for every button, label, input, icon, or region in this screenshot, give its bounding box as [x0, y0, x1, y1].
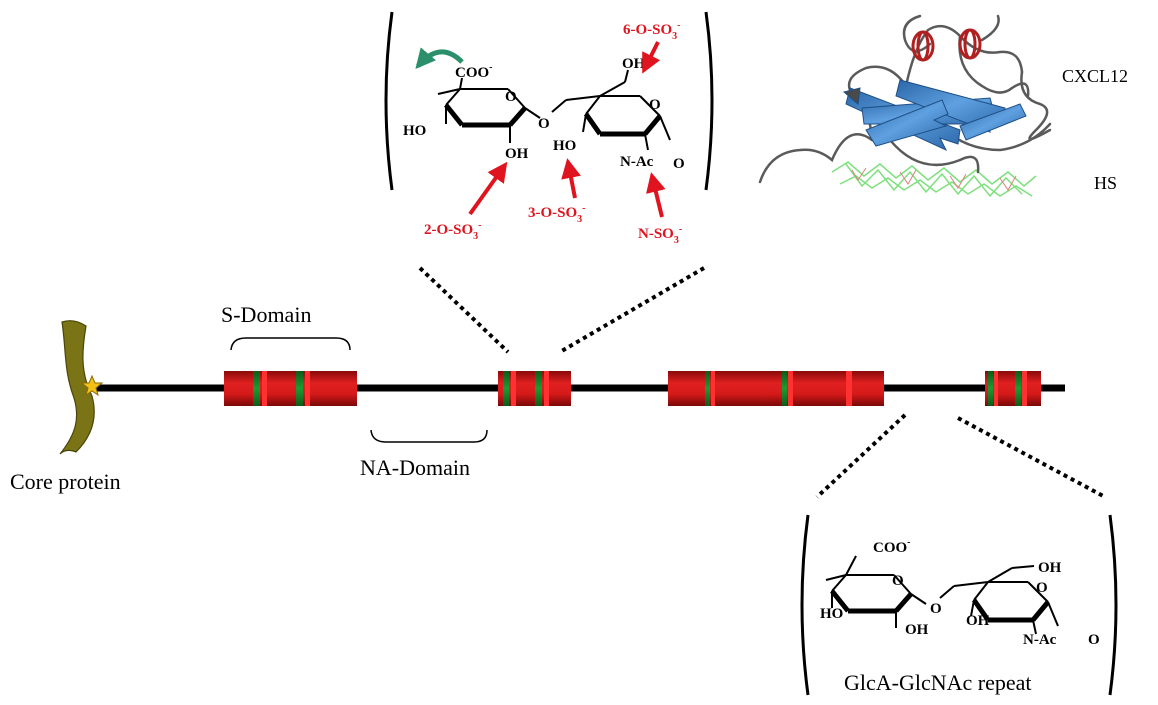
glcnac-ring	[939, 565, 1059, 635]
hs-chain	[95, 371, 1065, 406]
left-bracket	[800, 514, 810, 696]
s-domain-label: S-Domain	[221, 302, 311, 327]
green-band	[1015, 371, 1021, 406]
red-band	[544, 371, 549, 406]
sulfation-arrows	[468, 41, 666, 218]
svg-text:HO: HO	[820, 606, 843, 622]
svg-text:OH: OH	[622, 56, 646, 72]
svg-text:N-Ac: N-Ac	[1023, 632, 1057, 648]
red-band	[305, 371, 310, 406]
svg-text:O: O	[930, 601, 942, 617]
arrow-n	[646, 172, 666, 218]
svg-text:O: O	[1036, 580, 1048, 596]
red-band	[511, 371, 516, 406]
green-band	[782, 371, 787, 406]
glcnac-ring	[551, 69, 671, 151]
svg-text:HO: HO	[553, 138, 576, 154]
red-band	[846, 371, 852, 406]
repeat-label: GlcA-GlcNAc repeat	[844, 670, 1032, 695]
glca-glcnac-repeat-panel: COO- HO OH O O OH OH O N-Ac O GlcA-GlcNA…	[800, 514, 1118, 696]
svg-text:HO: HO	[403, 123, 426, 139]
right-bracket	[1108, 514, 1118, 696]
green-band	[535, 371, 542, 406]
svg-text:O: O	[892, 573, 904, 589]
s-domain-block-4	[985, 371, 1041, 406]
green-band	[988, 371, 993, 406]
arrow-6o	[642, 41, 661, 74]
svg-text:OH: OH	[905, 622, 929, 638]
core-protein-shape	[59, 320, 104, 455]
green-band	[705, 371, 710, 406]
red-band	[711, 371, 715, 406]
s-domain-block-3	[668, 371, 884, 406]
red-band	[788, 371, 793, 406]
svg-text:COO-: COO-	[873, 537, 911, 556]
green-band	[503, 371, 509, 406]
n-sulfation-label: N-SO3-	[638, 224, 682, 246]
na-domain-label: NA-Domain	[360, 455, 470, 480]
red-band	[262, 371, 267, 406]
zoom-line-upper-left	[418, 266, 510, 354]
cxcl12-hs-structure	[758, 14, 1052, 198]
svg-text:O: O	[649, 97, 661, 113]
three-o-sulfation-label: 3-O-SO3-	[528, 203, 586, 225]
protein-coil	[758, 14, 1052, 184]
svg-text:O: O	[505, 89, 517, 105]
glca-ring	[825, 555, 927, 628]
arrow-3o	[561, 158, 581, 199]
star-icon	[80, 374, 104, 397]
svg-text:O: O	[673, 156, 685, 172]
s-domain-block-1	[224, 371, 357, 406]
svg-text:O: O	[538, 116, 550, 132]
arrow-2o	[468, 161, 508, 216]
hs-label: HS	[1094, 173, 1117, 193]
na-domain-bracket	[370, 429, 488, 443]
s-domain-block-2	[498, 371, 571, 406]
green-band	[253, 371, 260, 406]
zoom-line-lower-left	[815, 413, 907, 499]
hs-ligand-sticks	[831, 161, 1037, 198]
six-o-sulfation-label: 6-O-SO3-	[623, 20, 681, 42]
red-band	[1022, 371, 1027, 406]
svg-text:N-Ac: N-Ac	[620, 154, 654, 170]
alpha-helices	[911, 28, 982, 62]
hs-ligand-atoms	[851, 167, 1017, 191]
sulfated-disaccharide-panel: COO- HO OH O O HO OH O N-Ac O 6-O-SO3- 2…	[384, 11, 714, 246]
two-o-sulfation-label: 2-O-SO3-	[424, 220, 482, 242]
zoom-line-upper-right	[558, 266, 706, 354]
right-bracket	[704, 11, 714, 191]
svg-text:O: O	[1088, 632, 1100, 648]
svg-text:OH: OH	[966, 613, 990, 629]
left-bracket	[384, 11, 394, 191]
green-band	[296, 371, 303, 406]
glca-ring	[437, 77, 541, 143]
zoom-line-lower-right	[957, 416, 1106, 499]
svg-text:OH: OH	[505, 146, 529, 162]
epimerase-arrow-icon	[415, 47, 464, 70]
red-band	[994, 371, 998, 406]
svg-text:COO-: COO-	[455, 62, 493, 81]
core-protein-label: Core protein	[10, 469, 121, 494]
s-domain-bracket	[230, 337, 351, 351]
cxcl12-label: CXCL12	[1062, 66, 1128, 86]
beta-strands	[842, 79, 1027, 152]
svg-text:OH: OH	[1038, 560, 1062, 576]
